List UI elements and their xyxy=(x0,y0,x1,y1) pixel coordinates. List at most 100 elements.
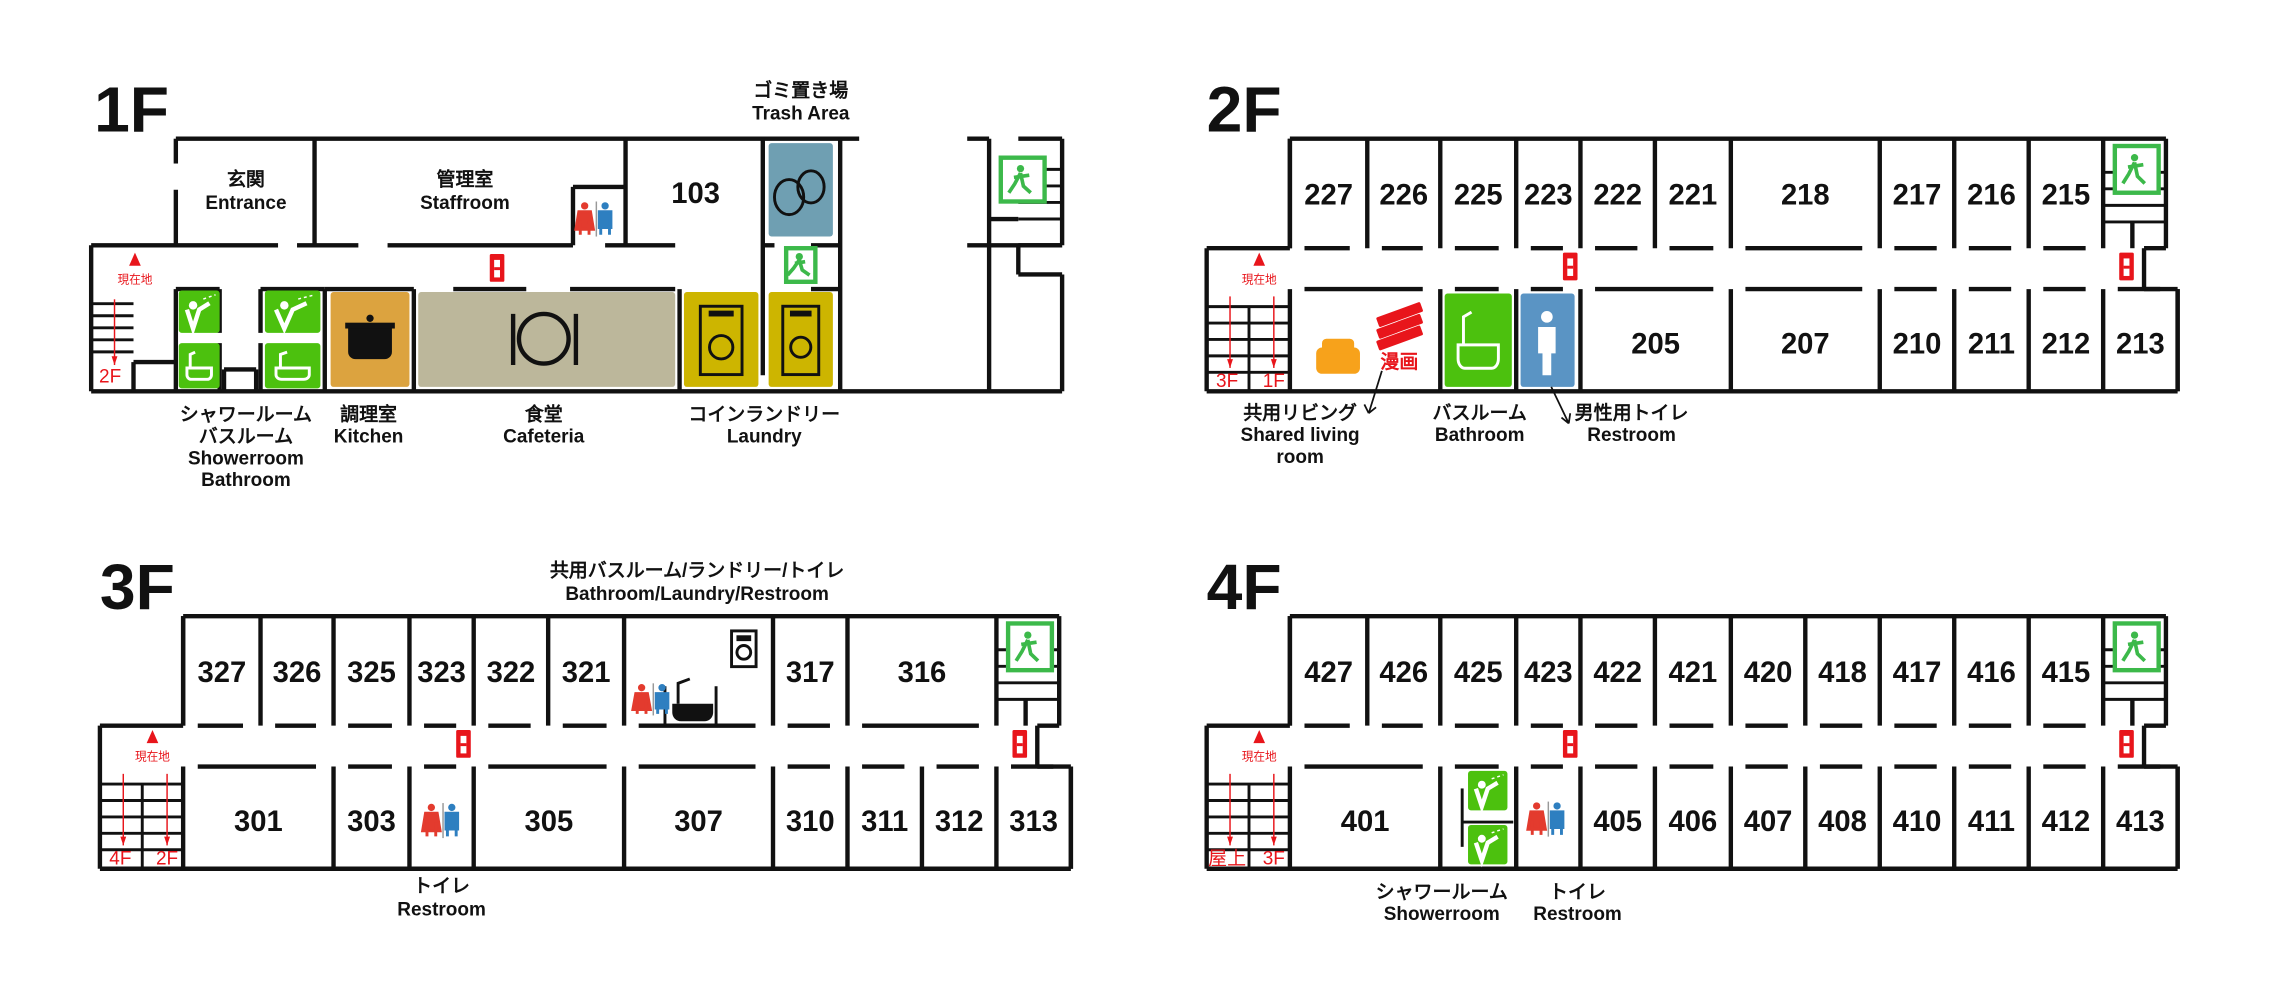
room-number: 311 xyxy=(861,806,908,838)
manga-books-icon xyxy=(1376,302,1423,351)
room-number: 423 xyxy=(1524,657,1573,689)
laundry-label-jp: コインランドリー xyxy=(688,405,840,426)
red-triangle-icon xyxy=(1253,730,1266,744)
room-number: 418 xyxy=(1818,657,1867,689)
room-number: 307 xyxy=(674,806,723,838)
room-number: 217 xyxy=(1893,179,1942,211)
current-location-label: 現在地 xyxy=(117,273,152,286)
living-label-en: Shared living xyxy=(1241,425,1360,446)
cafeteria-label-jp: 食堂 xyxy=(525,403,563,426)
room-number: 426 xyxy=(1379,657,1428,689)
room-number: 313 xyxy=(1009,806,1058,838)
room-number: 305 xyxy=(525,806,574,838)
fire-extinguisher-icon xyxy=(1562,252,1578,281)
room-number: 322 xyxy=(487,657,536,689)
bathtub-bg xyxy=(178,343,220,389)
entrance-label-en: Entrance xyxy=(205,193,286,214)
current-location-label: 現在地 xyxy=(135,751,170,764)
room-number: 427 xyxy=(1304,657,1353,689)
floor-label-2F: 2F xyxy=(1207,73,1282,145)
room-number: 211 xyxy=(1968,328,2015,360)
staircase xyxy=(1206,305,1290,390)
bathroom-label-en: Bathroom xyxy=(201,470,291,491)
stair-arrow-icon xyxy=(1227,773,1233,846)
room-number: 408 xyxy=(1818,806,1867,838)
current-location-marker: 現在地 xyxy=(135,730,170,764)
bathroom-label-en: Bathroom xyxy=(1435,425,1525,446)
laundry-label-en: Laundry xyxy=(727,426,802,447)
current-location-label: 現在地 xyxy=(1242,273,1277,286)
bathtub-icon xyxy=(1444,293,1512,387)
floor-label-3F: 3F xyxy=(100,551,175,623)
room-number: 416 xyxy=(1967,657,2016,689)
room-number: 425 xyxy=(1454,657,1503,689)
kitchen-icon xyxy=(330,292,410,387)
kitchen-label-en: Kitchen xyxy=(334,426,404,447)
bathtub-icon xyxy=(264,343,321,389)
mens-restroom-label-jp: 男性用トイレ xyxy=(1575,401,1689,424)
stair-label: 屋上 xyxy=(1208,847,1246,869)
stair-arrow-icon xyxy=(1270,296,1277,368)
restroom-label-jp: トイレ xyxy=(1549,882,1606,903)
restroom-icon xyxy=(1526,801,1565,837)
emergency-exit-icon xyxy=(783,246,818,284)
showerroom-label-en: Showerroom xyxy=(188,448,304,469)
room-number: 420 xyxy=(1744,657,1793,689)
red-triangle-icon xyxy=(1253,252,1266,266)
room-number: 218 xyxy=(1781,179,1830,211)
emergency-exit-icon xyxy=(998,155,1047,204)
room-number: 207 xyxy=(1781,328,1830,360)
fire-extinguisher-icon xyxy=(2119,252,2134,281)
room-number: 325 xyxy=(347,657,396,689)
bathtub-icon xyxy=(178,343,220,389)
laundry-bg xyxy=(768,292,833,387)
bathtub-icon xyxy=(672,677,714,722)
room-103: 103 xyxy=(671,178,720,210)
room-number: 421 xyxy=(1669,657,1718,689)
manga-label: 漫画 xyxy=(1380,351,1418,373)
restroom-label-en: Restroom xyxy=(397,899,486,920)
stair-label: 1F xyxy=(1263,371,1285,392)
room-number: 406 xyxy=(1669,806,1718,838)
bathtub-bg xyxy=(264,343,321,389)
shower-icon xyxy=(1468,824,1508,868)
fire-extinguisher-icon xyxy=(456,730,471,758)
current-location-label: 現在地 xyxy=(1242,751,1277,764)
room-number: 415 xyxy=(2042,657,2091,689)
restroom-label-en: Restroom xyxy=(1533,904,1622,925)
entrance-label-jp: 玄関 xyxy=(227,167,265,190)
shared-facilities-label-jp: 共用バスルーム/ランドリー/トイレ xyxy=(550,560,845,582)
room-number: 215 xyxy=(2042,179,2091,211)
bathroom-label-jp: バスルーム xyxy=(1433,402,1527,424)
stair-arrow-icon xyxy=(1270,773,1277,846)
room-number: 321 xyxy=(562,657,611,689)
current-location-marker: 現在地 xyxy=(1242,252,1277,286)
trash-icon xyxy=(768,143,833,237)
laundry-bg xyxy=(683,292,759,387)
mens-restroom-icon xyxy=(1520,293,1575,387)
floor-label-1F: 1F xyxy=(94,73,169,145)
staircase xyxy=(99,782,184,868)
room-number: 301 xyxy=(234,806,283,838)
stair-arrow-icon xyxy=(164,773,171,846)
restroom-icon xyxy=(420,803,460,839)
living-label-en-2: room xyxy=(1276,447,1323,468)
room-number: 316 xyxy=(898,657,947,689)
showerroom-label-jp: シャワールーム xyxy=(1376,882,1508,903)
room-number: 401 xyxy=(1341,806,1390,838)
bathroom-label-jp: バスルーム xyxy=(199,425,293,447)
emergency-exit-icon xyxy=(2112,143,2161,195)
fire-extinguisher-icon xyxy=(1562,730,1578,758)
current-location-marker: 現在地 xyxy=(1242,730,1277,764)
stair-label: 2F xyxy=(99,367,121,388)
shared-facilities-label-en: Bathroom/Laundry/Restroom xyxy=(565,584,828,605)
staircase xyxy=(91,302,134,354)
restroom-label-jp: トイレ xyxy=(413,876,470,897)
trash-area-label-en: Trash Area xyxy=(752,104,850,125)
staffroom-label-jp: 管理室 xyxy=(436,167,493,190)
room-number: 405 xyxy=(1593,806,1642,838)
shower-icon xyxy=(1468,770,1508,814)
cafeteria-label-en: Cafeteria xyxy=(503,426,585,447)
